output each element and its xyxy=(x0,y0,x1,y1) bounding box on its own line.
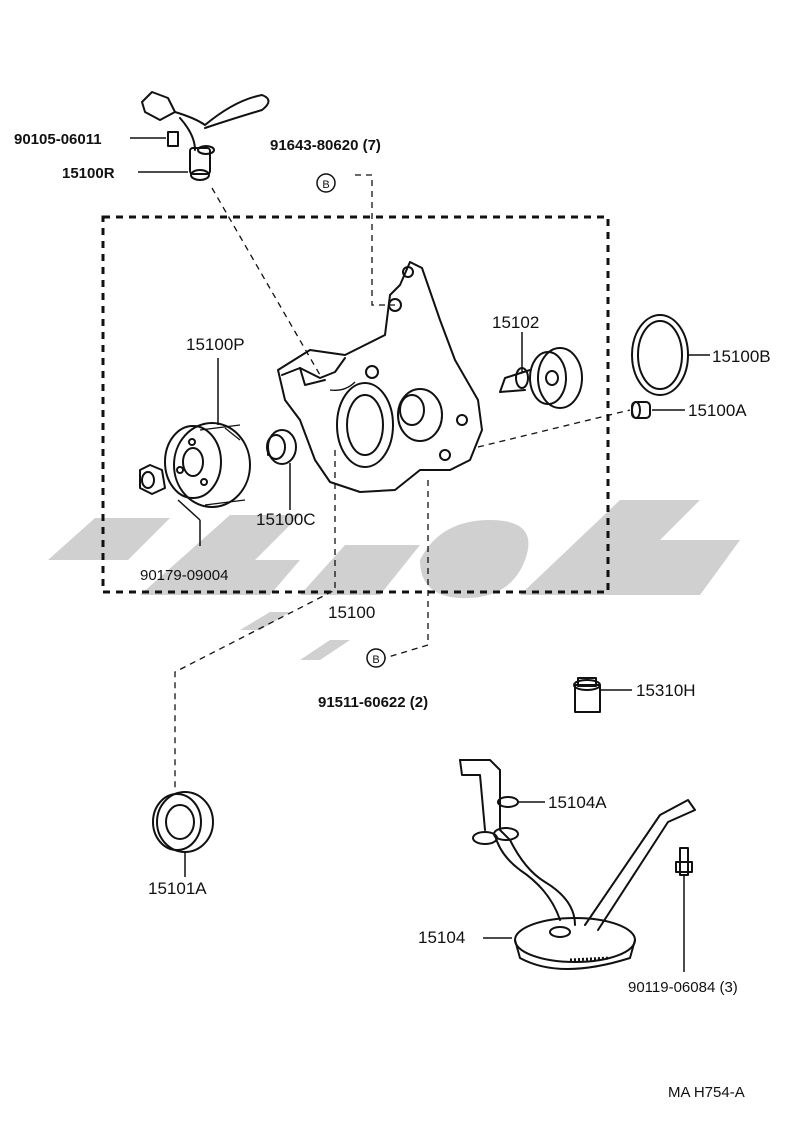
valve-15310H xyxy=(573,677,601,713)
marker-b-bottom: B xyxy=(366,648,386,668)
seal-15100C xyxy=(266,429,297,465)
diagram-reference-code: MA H754-A xyxy=(668,1084,745,1101)
oil-strainer-15104 xyxy=(459,759,696,970)
label-15310H: 15310H xyxy=(636,681,696,700)
bolt-90119 xyxy=(675,847,693,876)
marker-b-bottom-label: B xyxy=(372,654,379,666)
gear-15100P xyxy=(139,422,251,508)
label-15100A: 15100A xyxy=(688,401,747,420)
rotor-15102 xyxy=(499,347,583,409)
label-15100P: 15100P xyxy=(186,335,245,354)
label-91643-80620: 91643-80620 (7) xyxy=(270,137,381,154)
guide-lines xyxy=(174,174,631,790)
label-90179-09004: 90179-09004 xyxy=(140,567,228,584)
marker-b-top-label: B xyxy=(322,179,329,191)
marker-b-top: B xyxy=(316,173,336,193)
o-ring-15100B xyxy=(631,314,689,396)
label-15100R: 15100R xyxy=(62,165,115,182)
label-91511-60622: 91511-60622 (2) xyxy=(318,694,428,711)
leader-lines xyxy=(130,137,710,972)
plug-15100A xyxy=(631,401,651,419)
label-15102: 15102 xyxy=(492,313,539,332)
label-15100: 15100 xyxy=(328,603,375,622)
label-90119-06084: 90119-06084 (3) xyxy=(628,979,738,996)
oil-pump-body-15100 xyxy=(277,261,483,493)
label-15100C: 15100C xyxy=(256,510,316,529)
label-15100B: 15100B xyxy=(712,347,771,366)
o-ring-15100B-inner xyxy=(637,320,683,390)
watermark-logo xyxy=(48,500,740,660)
assembly-frame xyxy=(101,215,610,594)
label-15104: 15104 xyxy=(418,928,465,947)
seal-15101A xyxy=(152,791,214,853)
label-15101A: 15101A xyxy=(148,879,207,898)
sensor-15100R xyxy=(141,91,270,181)
label-15104A: 15104A xyxy=(548,793,607,812)
label-90105-06011: 90105-06011 xyxy=(14,131,102,148)
